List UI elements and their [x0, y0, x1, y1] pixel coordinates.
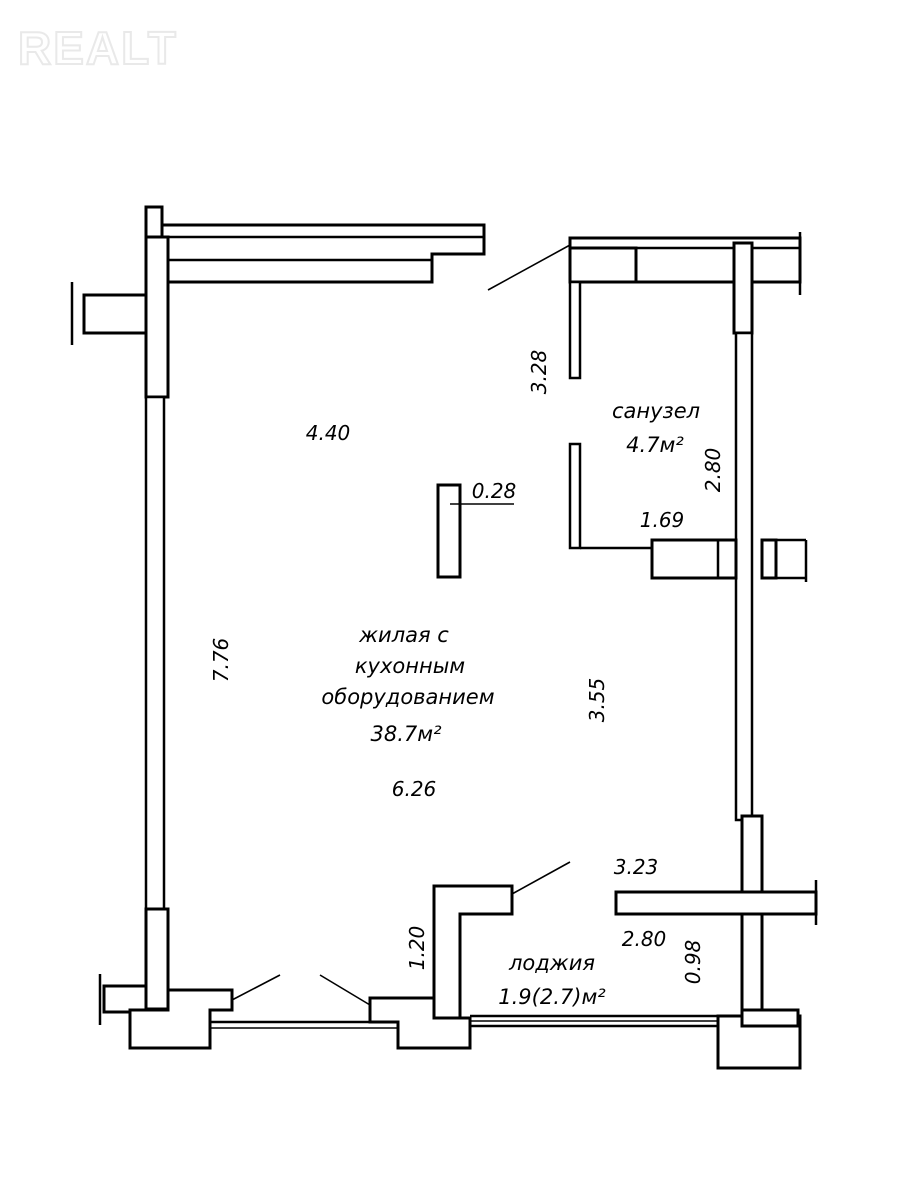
structural-column — [436, 483, 462, 579]
bathroom-name: санузел — [612, 399, 700, 423]
dimension-left-height: 7.76 — [209, 638, 233, 683]
dimension-bathroom-height: 2.80 — [701, 448, 725, 493]
loggia-name: лоджия — [508, 951, 595, 975]
right-wall — [732, 241, 808, 1018]
entrance-door-swing — [487, 244, 571, 291]
bathroom-label: санузел 4.7м² — [612, 399, 700, 457]
dimension-living-width: 6.26 — [392, 777, 437, 801]
loggia-area: 1.9(2.7)м² — [498, 985, 606, 1009]
living-room-area: 38.7м² — [370, 722, 442, 746]
top-wall-right — [568, 232, 802, 295]
living-room-label: жилая с кухонным оборудованием 38.7м² — [321, 623, 494, 746]
loggia-label: лоджия 1.9(2.7)м² — [498, 951, 606, 1009]
dimension-column-width: 0.28 — [472, 479, 517, 503]
living-room-name-line3: оборудованием — [321, 685, 494, 709]
bottom-wall — [128, 974, 802, 1070]
living-room-name-line1: жилая с — [358, 623, 449, 647]
loggia-partition — [432, 861, 818, 1020]
dimension-top-width: 4.40 — [306, 421, 351, 445]
dimension-bathroom-width: 1.69 — [640, 508, 685, 532]
living-room-name-line2: кухонным — [355, 654, 465, 678]
dimension-right-height: 3.55 — [585, 678, 609, 723]
realt-watermark-logo: REALT — [18, 22, 178, 74]
bathroom-area: 4.7м² — [626, 433, 684, 457]
left-wall — [70, 205, 170, 1025]
dimension-entry-height: 3.28 — [527, 350, 551, 395]
bathroom-partition — [568, 280, 738, 580]
dimension-loggia-top: 3.23 — [614, 855, 659, 879]
dimension-loggia-depth: 0.98 — [681, 940, 705, 985]
dimension-loggia-height: 1.20 — [405, 926, 429, 971]
top-wall-left — [160, 223, 486, 284]
dimension-loggia-width: 2.80 — [622, 927, 667, 951]
